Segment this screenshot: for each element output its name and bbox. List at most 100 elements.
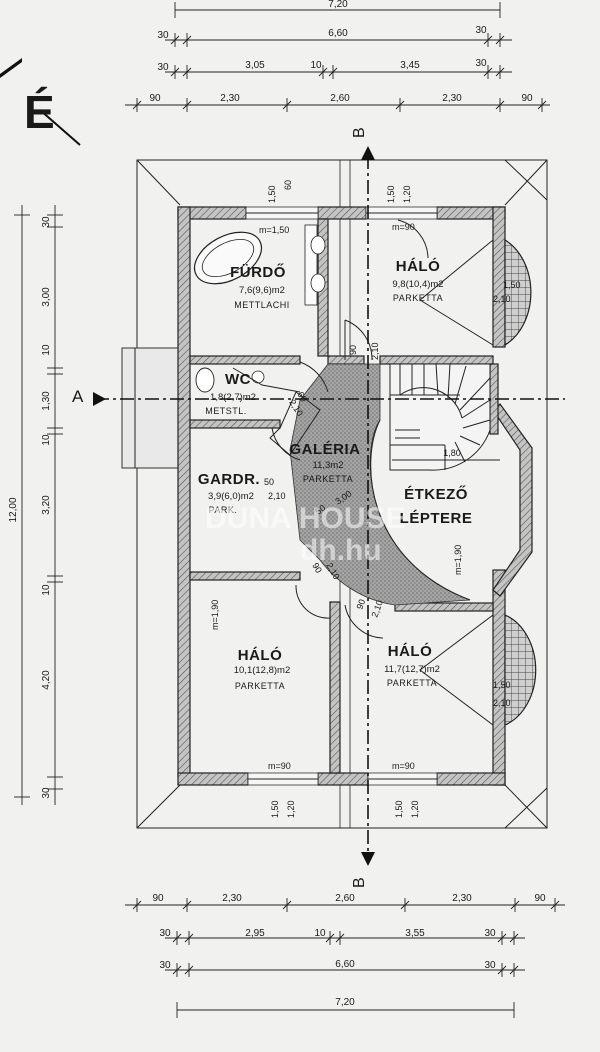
section-a-label: A [72,387,84,406]
door-gal-a: 90 [348,345,358,355]
door-m90-br: m=90 [392,761,415,771]
dim-top-r4-b: 2,30 [220,93,240,104]
door-hall2-a: 90 [354,598,367,611]
win-tr-a: 1,50 [386,185,396,203]
north-compass: É [0,58,81,146]
dim-top-r4-d: 2,30 [442,93,462,104]
dim-bot-r3-c: 30 [484,960,496,971]
room-name: FÜRDŐ [230,263,286,281]
dim-bot-r1-a: 90 [152,893,164,904]
dim-top-r3-d: 3,45 [400,60,420,71]
dim-top-r2-b: 6,60 [328,28,348,39]
room-name: GARDR. [198,471,260,488]
room-name: WC [225,371,251,388]
door-m190-left: m=1,90 [210,600,220,630]
fixtures [193,224,326,393]
room-name: HÁLÓ [238,646,283,664]
door-swings [232,219,429,639]
room-floor: METTLACHI [234,300,290,310]
dim-left-total: 12,00 [8,497,19,522]
bottom-dimension-lines: 90 2,30 2,60 2,30 90 30 2,95 10 3,55 30 … [125,893,565,1018]
room-floor: PARKETTA [387,678,437,688]
dim-left-f: 3,20 [41,495,52,515]
windows [245,206,438,786]
door-m190-right: m=1,90 [453,545,463,575]
win-bl-a: 1,50 [270,800,280,818]
top-dimension-lines: 7,20 30 6,60 30 30 3,05 10 3,45 30 [125,0,550,112]
dim-bot-r1-b: 2,30 [222,893,242,904]
section-b-label-bottom: B [351,877,368,888]
room-area: 9,8(10,4)m2 [392,279,443,290]
dim-top-r4-c: 2,60 [330,93,350,104]
door-m90-top: m=90 [392,222,415,232]
room-name: HÁLÓ [388,642,433,660]
left-dimension-lines: 12,00 30 3,00 10 1,30 10 3,20 10 4,20 30 [8,205,63,805]
door-wc-a: 60 [295,390,309,404]
left-terrace [121,347,181,469]
dim-left-b: 3,00 [41,287,52,307]
room-name: HÁLÓ [396,257,441,275]
win-e2-a: 1,50 [493,680,511,690]
room-halo-bottom-right: HÁLÓ 11,7(12,7)m2 PARKETTA [384,642,440,688]
dim-bot-r1-d: 2,30 [452,893,472,904]
roof-outline [136,159,548,829]
room-gardrob: GARDR. 3,9(6,0)m2 PARK. [198,471,260,515]
win-e2-b: 2,10 [493,698,511,708]
dim-top-r3-c: 10 [310,60,322,71]
room-name: ÉTKEZŐ [404,485,468,503]
watermark-brand: DUNA HOUSE [205,502,406,535]
door-gal2-a: 50 [313,503,327,517]
room-floor: PARKETTA [235,681,285,691]
room-name: GALÉRIA [290,441,361,458]
dim-top-r2-c: 30 [475,25,487,36]
dim-top-r3-b: 3,05 [245,60,265,71]
win-tr-b: 1,20 [402,185,412,203]
room-floor: PARKETTA [303,474,353,484]
watermark-url: dh.hu [300,534,382,567]
room-area: 7,6(9,6)m2 [239,285,285,296]
room-area: 10,1(12,8)m2 [234,665,291,676]
dim-bot-r3-b: 6,60 [335,959,355,970]
room-area: 11,3m2 [313,460,344,471]
room-floor: PARKETTA [393,293,443,303]
dim-bot-r2-e: 30 [484,928,496,939]
room-halo-top: HÁLÓ 9,8(10,4)m2 PARKETTA [392,257,443,303]
staircase: 1,80 [389,363,500,471]
dim-bot-total: 7,20 [335,997,355,1008]
door-gardr-a: 50 [264,477,274,487]
room-area: 1,8(2,7)m2 [210,392,256,403]
room-floor: METSTL. [205,406,247,416]
dim-left-d: 1,30 [41,391,52,411]
watermark: DUNA HOUSE dh.hu [205,502,406,567]
win-bl-b: 1,20 [286,800,296,818]
win-tl-a: 1,50 [267,185,277,203]
room-halo-bottom-left: HÁLÓ 10,1(12,8)m2 PARKETTA [234,646,291,691]
win-e1-a: 1,50 [503,280,521,290]
room-area: 11,7(12,7)m2 [384,664,440,675]
door-hall2-b: 2,10 [369,599,384,619]
dim-left-a: 30 [41,216,52,228]
dim-bot-r1-c: 2,60 [335,893,355,904]
room-floor: PARK. [209,505,238,515]
win-tl-b: 60 [283,180,293,190]
win-br-a: 1,50 [394,800,404,818]
dim-top-r3-e: 30 [475,58,487,69]
win-e1-b: 2,10 [493,294,511,304]
win-br-b: 1,20 [410,800,420,818]
dim-left-e: 10 [41,434,52,446]
dim-left-h: 4,20 [41,670,52,690]
dim-bot-r3-a: 30 [159,960,171,971]
stair-width-label: 1,80 [443,448,461,458]
section-axes: A B B [72,127,565,888]
dim-top-r4-a: 90 [149,93,161,104]
room-furdo: FÜRDŐ 7,6(9,6)m2 METTLACHI [230,263,290,310]
door-m90-bl: m=90 [268,761,291,771]
dim-bot-r2-a: 30 [159,928,171,939]
door-gardr-b: 2,10 [268,491,286,501]
dim-top-r2-a: 30 [157,30,169,41]
room-area: 3,9(6,0)m2 [208,491,254,502]
room-wc: WC 1,8(2,7)m2 METSTL. [205,371,256,416]
door-m150: m=1,50 [259,225,289,235]
dim-bot-r2-c: 10 [314,928,326,939]
